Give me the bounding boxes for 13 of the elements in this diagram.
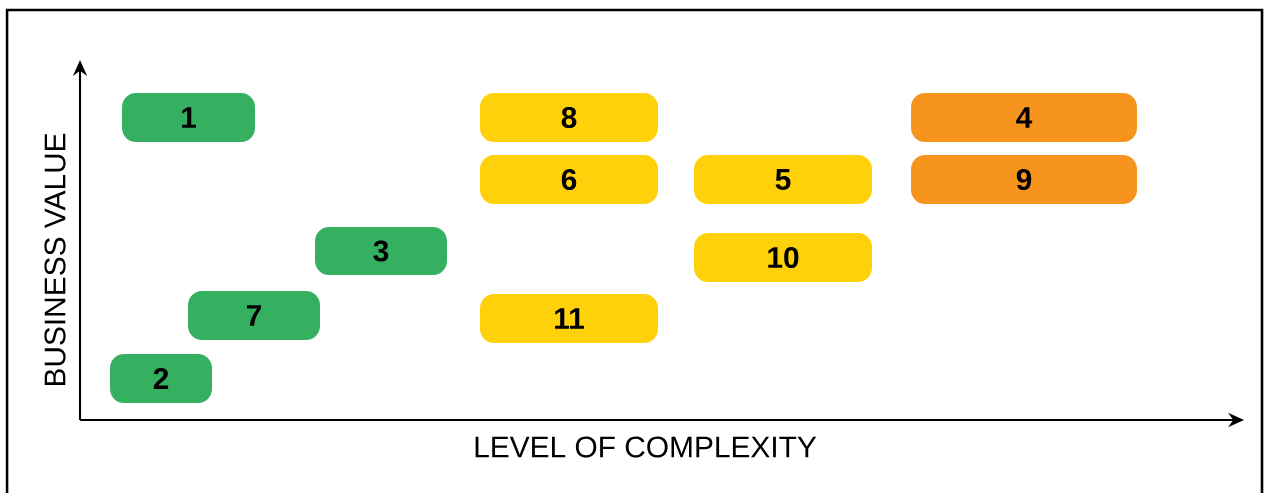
item-box: 8 <box>480 93 658 142</box>
item-box: 7 <box>188 291 320 340</box>
item-box: 11 <box>480 294 658 343</box>
item-box: 5 <box>694 155 872 204</box>
item-box: 4 <box>911 93 1137 142</box>
axis-label: LEVEL OF COMPLEXITY <box>475 436 817 458</box>
item-box: 6 <box>480 155 658 204</box>
item-box: 1 <box>122 93 255 142</box>
item-box: 9 <box>911 155 1137 204</box>
axis-label: BUSINESS VALUE <box>44 133 66 386</box>
item-box: 3 <box>315 227 447 275</box>
item-box: 10 <box>694 233 872 282</box>
item-box: 2 <box>110 354 212 403</box>
